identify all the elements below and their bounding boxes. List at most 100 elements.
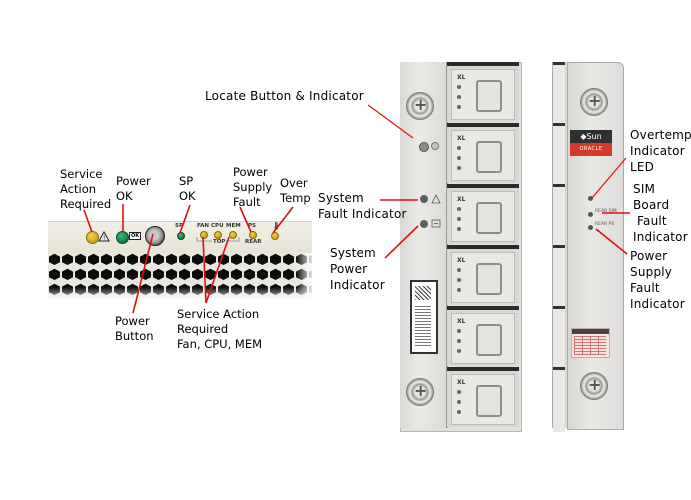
side-bay-edge	[553, 123, 565, 188]
drive-latch[interactable]	[476, 385, 502, 417]
system-fault-led	[420, 195, 428, 203]
drive-locate-led	[457, 329, 461, 333]
callout-fan	[202, 236, 207, 304]
drive-ok-led	[457, 105, 461, 109]
drive-bay[interactable]: XL	[447, 245, 519, 305]
side-bay-edge	[553, 184, 565, 249]
drive-fault-led	[457, 95, 461, 99]
drive-label: XL	[457, 318, 466, 325]
fan-marking: FAN	[197, 223, 209, 229]
overtemp-led	[588, 196, 593, 201]
callout-over-temp	[272, 206, 294, 234]
fan-led	[200, 231, 208, 239]
cpu-marking: CPU	[211, 223, 224, 229]
top-thumbscrew[interactable]	[406, 92, 434, 120]
label-power-supply-fault-rear: Power Supply Fault Indicator	[630, 249, 685, 311]
drive-latch[interactable]	[476, 263, 502, 295]
ps-fault-led-rear	[588, 225, 593, 230]
drive-ok-led	[457, 410, 461, 414]
side-bay-edge	[553, 62, 565, 127]
side-bay-edge	[553, 306, 565, 371]
drive-map-label	[571, 328, 610, 358]
drive-bay[interactable]: XL	[447, 62, 519, 122]
cpu-led	[214, 231, 222, 239]
label-overtemp: Overtemp Indicator LED	[630, 128, 691, 174]
side-bay-edge	[553, 367, 565, 432]
drive-label: XL	[457, 257, 466, 264]
oracle-logo-text: ORACLE	[570, 143, 612, 156]
drive-latch[interactable]	[476, 324, 502, 356]
ok-icon: OK	[129, 232, 142, 240]
drive-fault-led	[457, 217, 461, 221]
sun-logo-text: ◆Sun	[570, 130, 612, 143]
mem-led	[229, 231, 237, 239]
drive-fault-led	[457, 400, 461, 404]
sp-marking: SP	[175, 223, 183, 229]
label-service-action-required: Service Action Required	[60, 167, 112, 211]
side-bay-edge	[553, 245, 565, 310]
callout-locate	[367, 104, 414, 139]
sim-led-marking: REAR SIM	[595, 209, 617, 214]
drive-bay[interactable]: XL	[447, 367, 519, 427]
drive-map-grid	[574, 336, 606, 355]
drive-fault-led	[457, 156, 461, 160]
drive-latch[interactable]	[476, 202, 502, 234]
drive-latch[interactable]	[476, 80, 502, 112]
callout-ps-fault-rear	[595, 228, 628, 255]
drive-bay[interactable]: XL	[447, 184, 519, 244]
drive-face: XL	[451, 252, 515, 303]
thermometer-icon: 🌡	[272, 222, 281, 230]
drive-ok-led	[457, 166, 461, 170]
drive-label: XL	[457, 135, 466, 142]
label-service-action-fan-cpu-mem: Service Action Required Fan, CPU, MEM	[177, 307, 263, 351]
label-power-supply-fault: Power Supply Fault	[233, 165, 273, 209]
drive-bay[interactable]: XL	[447, 306, 519, 366]
sim-board-fault-led	[588, 212, 593, 217]
drive-locate-led	[457, 146, 461, 150]
rear-top-thumbscrew[interactable]	[580, 88, 608, 116]
drive-ok-led	[457, 288, 461, 292]
grille-edge	[296, 253, 314, 299]
label-locate: Locate Button & Indicator	[205, 89, 364, 103]
drive-fault-led	[457, 278, 461, 282]
label-sim-board: SIM Board Fault Indicator	[633, 182, 688, 244]
drive-face: XL	[451, 374, 515, 425]
power-button[interactable]	[145, 226, 165, 246]
drive-bay[interactable]: XL	[447, 123, 519, 183]
drive-locate-led	[457, 85, 461, 89]
system-power-led	[420, 220, 428, 228]
drive-fault-led	[457, 339, 461, 343]
service-label-card	[410, 280, 438, 354]
top-marking: TOP	[212, 239, 227, 245]
warning-triangle-icon: !	[98, 231, 110, 242]
label-system-fault: System Fault Indicator	[318, 191, 407, 221]
callout-overtemp	[591, 157, 627, 199]
sun-oracle-logo: ◆Sun ORACLE	[570, 130, 612, 156]
power-ok-icon	[431, 219, 441, 228]
rear-bottom-thumbscrew[interactable]	[580, 372, 608, 400]
drive-label: XL	[457, 379, 466, 386]
drive-face: XL	[451, 130, 515, 181]
callout-power-button	[132, 233, 154, 314]
drive-ok-led	[457, 227, 461, 231]
fault-triangle-icon	[431, 194, 441, 204]
ps-led-marking: REAR PS	[595, 222, 615, 227]
drive-locate-led	[457, 390, 461, 394]
drive-label: XL	[457, 196, 466, 203]
locate-button[interactable]	[419, 142, 429, 152]
bottom-thumbscrew[interactable]	[406, 378, 434, 406]
callout-service-action	[83, 209, 93, 233]
drive-face: XL	[451, 69, 515, 120]
label-system-power: System Power Indicator	[330, 246, 385, 292]
label-over-temp: Over Temp	[280, 176, 311, 205]
label-sp-ok: SP OK	[179, 174, 196, 203]
callout-cpu-mem	[205, 236, 230, 304]
grille-fade	[48, 287, 312, 301]
ps-marking: PS	[248, 223, 256, 229]
drive-map-header	[572, 329, 609, 334]
label-power-ok: Power OK	[116, 174, 151, 203]
drive-latch[interactable]	[476, 141, 502, 173]
locate-indicator-icon	[431, 142, 439, 150]
drive-locate-led	[457, 268, 461, 272]
